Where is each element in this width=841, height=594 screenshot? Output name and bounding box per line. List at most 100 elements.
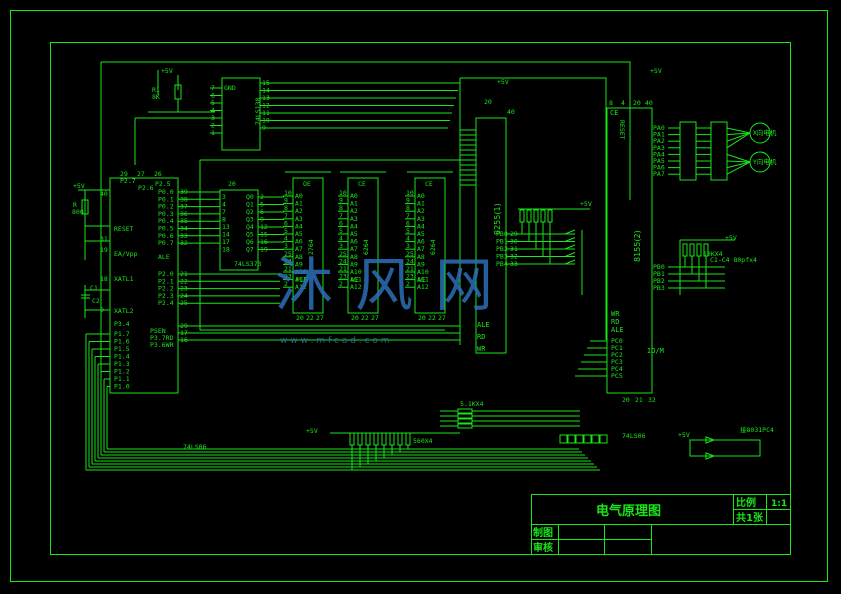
pin-label: 8 [609, 99, 613, 107]
c1-label: C1 [90, 284, 98, 292]
pin-label: PB4 [496, 260, 508, 268]
resistor [457, 423, 473, 429]
pin-label: 3 [284, 242, 288, 250]
pin-label: 19 [100, 246, 108, 254]
mcu-psen: PSEN [150, 327, 166, 335]
pin-label: P1.4 [114, 353, 130, 361]
inner-frame [50, 42, 791, 555]
led-circuit [689, 436, 761, 460]
pin-label: A4 [417, 222, 425, 230]
watermark-url: w w w . m f c a d . c o m [280, 336, 389, 346]
pin-label: 27 [438, 314, 446, 322]
pin-label: 5 [406, 227, 410, 235]
pin-label: 25 [406, 250, 414, 258]
res-560: 560X4 [413, 437, 433, 445]
ppi-pin20: 20 [484, 98, 492, 106]
inverter-gate [567, 434, 576, 444]
pin-label: 31 [100, 235, 108, 243]
inverter-gate [591, 434, 600, 444]
resistor [373, 432, 379, 446]
pin-label: 13 [222, 223, 230, 231]
pin-label: PA2 [653, 137, 665, 145]
ppi-ale: ALE [477, 321, 490, 329]
pin-label: 20 [622, 396, 630, 404]
inv-label: 74LS06 [183, 443, 207, 451]
pin-label: 4 [284, 235, 288, 243]
pin-label: 40 [100, 190, 108, 198]
wire [726, 132, 751, 142]
pin-label: P0.0 [158, 188, 174, 196]
pio-io: IO/M [647, 347, 664, 355]
pin-label: P0.5 [158, 225, 174, 233]
mcu-xtal1: XATL1 [114, 275, 134, 283]
pin-label: 27 [371, 314, 379, 322]
drawn-label: 制图 [533, 526, 553, 539]
scale-label: 比例 [736, 496, 756, 509]
pin-label: P2.1 [158, 277, 174, 285]
pin-label: A1 [417, 200, 425, 208]
pin-label: 7 [406, 212, 410, 220]
watermark: 沐风网 [275, 251, 515, 319]
pin-label: 20 [296, 314, 304, 322]
pin-label: P0.7 [158, 239, 174, 247]
pin-label: PB2 [496, 245, 508, 253]
pin-label: A9 [417, 260, 425, 268]
pin-label: 10 [284, 189, 292, 197]
scale-value: 1:1 [771, 499, 787, 509]
r2-value: 800 [72, 208, 84, 216]
inverter-gate [575, 434, 584, 444]
pin-label: 27 [316, 314, 324, 322]
pin-label: 24 [284, 257, 292, 265]
pin-label: 14 [222, 231, 230, 239]
resistor [381, 432, 387, 446]
pin-label: PB2 [653, 277, 665, 285]
pin-label: PB0 [496, 230, 508, 238]
pin-label: P0.3 [158, 210, 174, 218]
pin-label: 22 [361, 314, 369, 322]
pin-label: 2764 [307, 239, 315, 255]
memory-chips: OEPGM2764A010A19A28A37A46A55A64A73A825A9… [283, 171, 453, 322]
resistor [547, 209, 553, 223]
mcu-p37: P3.7RD [150, 334, 174, 342]
pin-label: A11 [295, 276, 307, 284]
pin-label: 4 [406, 235, 410, 243]
pin-label: 23 [339, 273, 347, 281]
pin-label: A1 [295, 200, 303, 208]
pio-vcc: +5V [650, 67, 662, 75]
pin-label: PC4 [611, 365, 623, 373]
pin-label: A12 [295, 283, 307, 291]
pin-label: 21 [339, 265, 347, 273]
ppi-rd: RD [477, 333, 485, 341]
vcc-reset: +5V [73, 182, 85, 190]
pin-label: A10 [350, 268, 362, 276]
resistor [457, 413, 473, 419]
wire [564, 252, 576, 257]
pin-label: P1.7 [114, 330, 130, 338]
memory-chip-body [292, 177, 324, 314]
pin-label: A12 [350, 283, 362, 291]
pin-label: PB0 [653, 263, 665, 271]
pin-label: 4 [339, 235, 343, 243]
resistor [682, 243, 688, 257]
pin-label: 7 [222, 208, 226, 216]
pin-label: 3 [339, 242, 343, 250]
pin-label: A7 [295, 245, 303, 253]
inverter-gate [583, 434, 592, 444]
pin-label: 8 [406, 204, 410, 212]
pin-label: A6 [417, 238, 425, 246]
pin-label: PC3 [611, 358, 623, 366]
pin-label: Q2 [246, 208, 254, 216]
pin-label: A0 [417, 192, 425, 200]
drawing-title: 电气原理图 [596, 503, 661, 519]
switch-array [518, 208, 590, 295]
wire [564, 229, 576, 235]
pin-label: 26 [154, 170, 162, 178]
pin-label: CE [425, 180, 433, 188]
resistor [526, 209, 532, 223]
pin-label: A3 [295, 215, 303, 223]
pin-label: P1.5 [114, 345, 130, 353]
wire [726, 160, 751, 163]
pin-label: 6 [406, 219, 410, 227]
pin-label: 20 [633, 99, 641, 107]
